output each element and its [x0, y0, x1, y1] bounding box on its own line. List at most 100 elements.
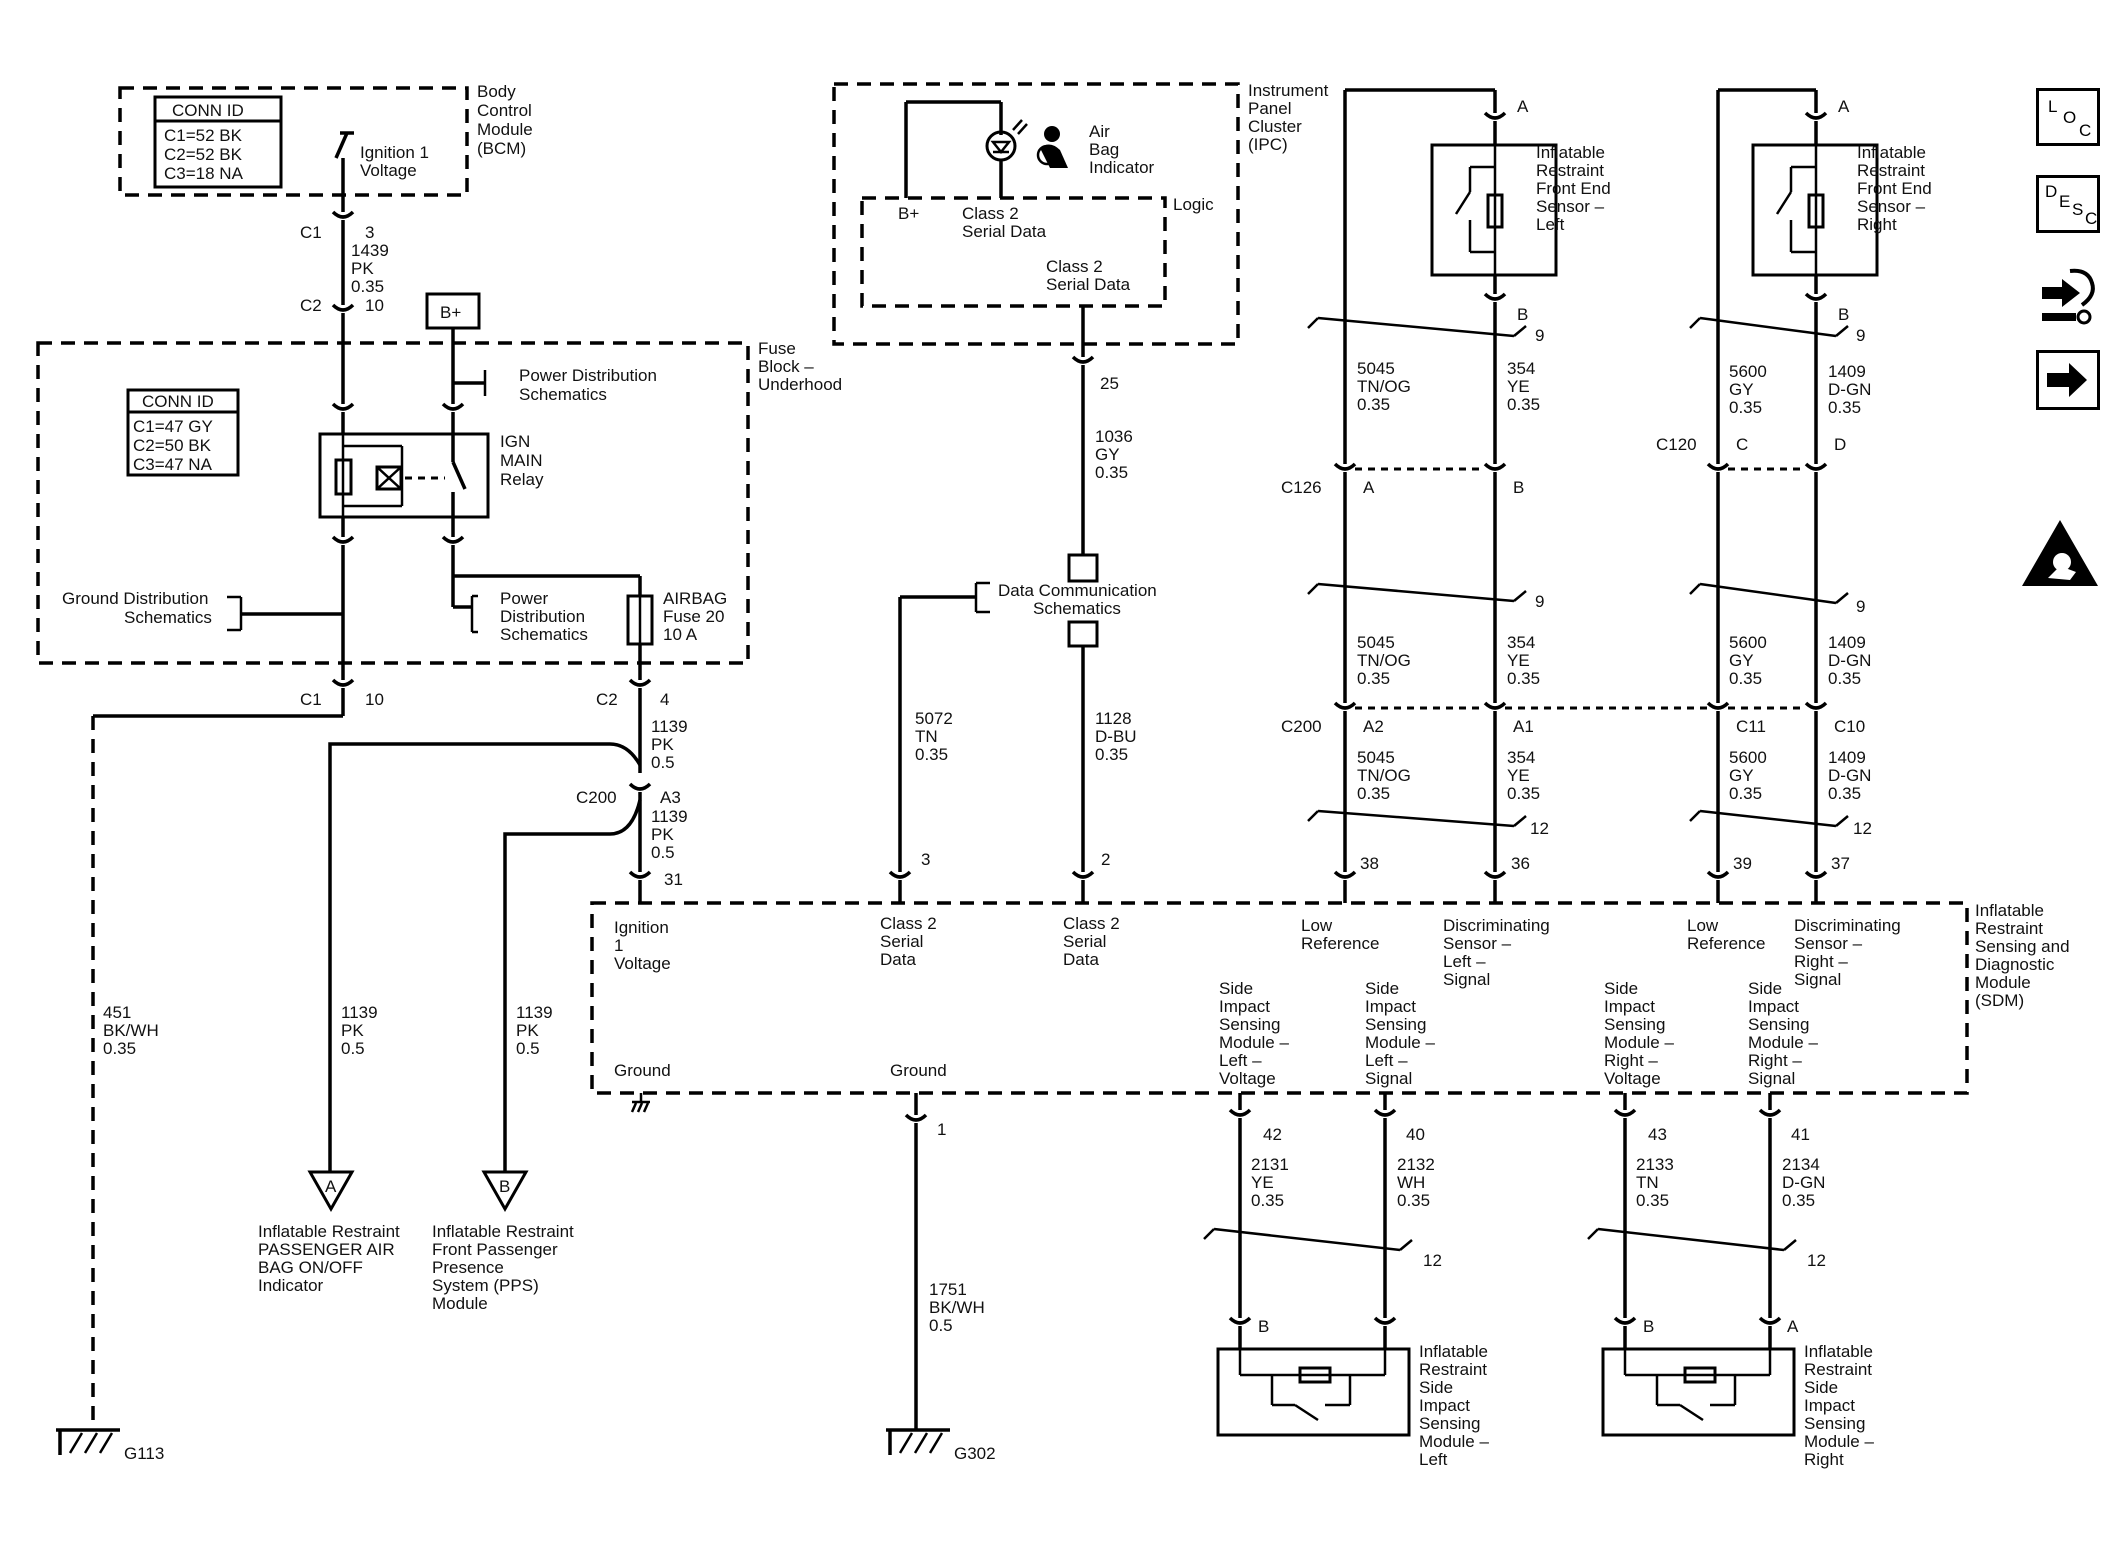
connector-label: C1 — [300, 690, 322, 709]
sdm-pin-label: Side — [1219, 979, 1253, 998]
connector-pin: A — [1838, 97, 1850, 116]
sdm-pin-label: Right – — [1748, 1051, 1802, 1070]
airbag-label: Indicator — [1089, 158, 1155, 177]
sensor-label: Restraint — [1804, 1360, 1872, 1379]
sdm-title: Sensing and — [1975, 937, 2070, 956]
sensor-resistor-icon — [1807, 193, 1825, 229]
bplus-label: B+ — [440, 303, 461, 322]
wire-label: 2134 — [1782, 1155, 1820, 1174]
sensor-label: Impact — [1804, 1396, 1855, 1415]
wire-label: GY — [1095, 445, 1120, 464]
twist-count: 12 — [1807, 1251, 1826, 1270]
ipc-serial-label: Serial Data — [962, 222, 1047, 241]
wire-label: GY — [1729, 766, 1754, 785]
sdm-pin-label: Left – — [1365, 1051, 1408, 1070]
side-sensor-resistor-icon — [1683, 1366, 1717, 1384]
wire-label: TN/OG — [1357, 651, 1411, 670]
sdm-pin-label: Side — [1604, 979, 1638, 998]
power-dist-label: Distribution — [500, 607, 585, 626]
wire-label: YE — [1507, 651, 1530, 670]
power-dist-label: Schematics — [519, 385, 607, 404]
bcm-module: CONN ID C1=52 BK C2=52 BK C3=18 NA Body … — [118, 82, 533, 197]
wire-label: BK/WH — [929, 1298, 985, 1317]
wire-label: 1409 — [1828, 748, 1866, 767]
wire-label: GY — [1729, 380, 1754, 399]
offpage-label: System (PPS) — [432, 1276, 539, 1295]
wire-label: 354 — [1507, 359, 1535, 378]
offpage-connector-a[interactable]: A — [307, 1170, 355, 1213]
front-end-sensor-right-circuit — [1689, 88, 1879, 464]
sensor-label: Front End — [1857, 179, 1932, 198]
wire-label: 0.35 — [1397, 1191, 1430, 1210]
connector-views-icon[interactable] — [2036, 265, 2100, 327]
wire-label: TN — [1636, 1173, 1659, 1192]
sdm-pin-label: Data — [880, 950, 916, 969]
wire-label: 0.35 — [103, 1039, 136, 1058]
connector-label: C126 — [1281, 478, 1322, 497]
power-dist-label: Power Distribution — [519, 366, 657, 385]
wire-label: 2131 — [1251, 1155, 1289, 1174]
wire-label: 5600 — [1729, 362, 1767, 381]
sdm-pin-label: Side — [1365, 979, 1399, 998]
sensor-label: Inflatable — [1857, 143, 1926, 162]
wire-label: 5072 — [915, 709, 953, 728]
sensor-label: Restraint — [1536, 161, 1604, 180]
desc-letter: D — [2045, 182, 2058, 201]
sensor-label: Sensor – — [1536, 197, 1605, 216]
relay-label: IGN — [500, 432, 530, 451]
sdm-pin-label: Right – — [1604, 1051, 1658, 1070]
power-dist-label: Schematics — [500, 625, 588, 644]
sensor-label: Sensor – — [1857, 197, 1926, 216]
sdm-pin-label: Sensing — [1219, 1015, 1280, 1034]
twist-count: 12 — [1530, 819, 1549, 838]
wire-label: YE — [1507, 377, 1530, 396]
wire-label: PK — [341, 1021, 364, 1040]
connector-pin: 37 — [1831, 854, 1850, 873]
sensor-label: Sensing — [1804, 1414, 1865, 1433]
sdm-pin-label: Low — [1301, 916, 1333, 935]
wire-label: 0.35 — [1357, 395, 1390, 414]
power-dist-label: Power — [500, 589, 549, 608]
sdm-title: Restraint — [1975, 919, 2043, 938]
offpage-letter: B — [499, 1177, 510, 1196]
sdm-pin-label: Impact — [1604, 997, 1655, 1016]
description-button[interactable]: D E S C — [2036, 175, 2100, 233]
relay-coil-icon — [334, 458, 353, 496]
sdm-pin-label: Discriminating — [1443, 916, 1550, 935]
desc-letter: C — [2085, 209, 2098, 228]
connector-pin: 10 — [365, 296, 384, 315]
offpage-label: BAG ON/OFF — [258, 1258, 363, 1277]
wire-label: YE — [1507, 766, 1530, 785]
connector-pin: A2 — [1363, 717, 1384, 736]
sensor-label: Front End — [1536, 179, 1611, 198]
sensor-label: Inflatable — [1804, 1342, 1873, 1361]
location-button[interactable]: L O C — [2036, 88, 2100, 146]
sdm-pin-label: Sensor – — [1794, 934, 1863, 953]
wire-label: GY — [1729, 651, 1754, 670]
offpage-label: Inflatable Restraint — [258, 1222, 400, 1241]
wire-label: TN — [915, 727, 938, 746]
sdm-pin-label: Signal — [1443, 970, 1490, 989]
connector-pin: 1 — [937, 1120, 946, 1139]
side-impact-right-circuit — [1587, 1093, 1797, 1437]
wire-label: D-GN — [1828, 766, 1871, 785]
wire-label: YE — [1251, 1173, 1274, 1192]
sdm-pin-label: Serial — [1063, 932, 1106, 951]
logic-label: Logic — [1173, 195, 1214, 214]
connector-pin: A — [1363, 478, 1375, 497]
offpage-label: Inflatable Restraint — [432, 1222, 574, 1241]
sdm-pin-label: Voltage — [1219, 1069, 1276, 1088]
connector-pin: 40 — [1406, 1125, 1425, 1144]
wire-label: BK/WH — [103, 1021, 159, 1040]
sdm-pin-label: Reference — [1301, 934, 1379, 953]
wire-label: 1139 — [651, 717, 688, 736]
offpage-connector-b[interactable]: B — [481, 1170, 529, 1213]
sensor-label: Module – — [1419, 1432, 1489, 1451]
next-button[interactable] — [2036, 350, 2100, 410]
sdm-title: Module — [1975, 973, 2031, 992]
wire-label: 5045 — [1357, 359, 1395, 378]
sdm-pin-label: 1 — [614, 936, 623, 955]
sdm-pin-label: Left – — [1443, 952, 1486, 971]
ipc-title: Instrument — [1248, 81, 1329, 100]
ignition-switch-icon — [334, 131, 354, 195]
